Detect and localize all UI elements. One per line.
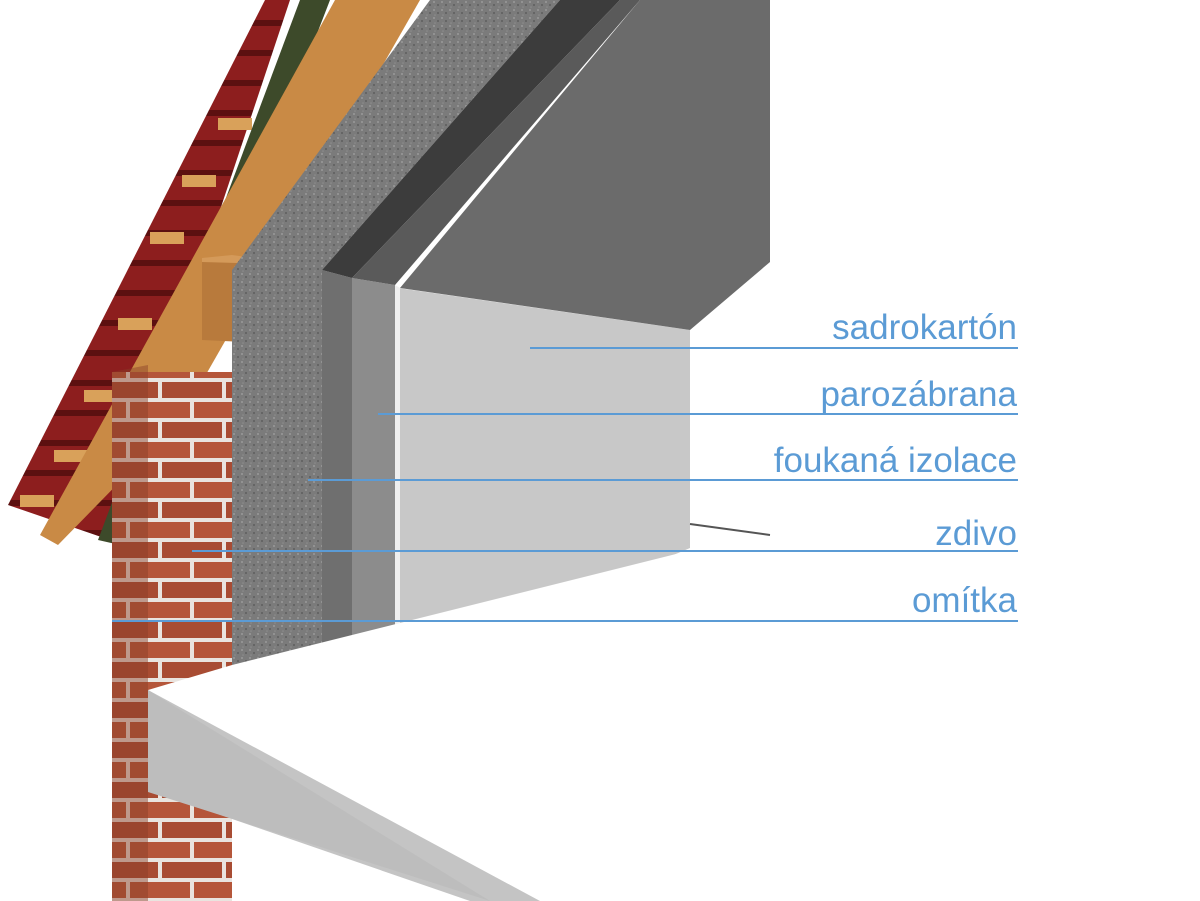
label-zdivo: zdivo	[935, 514, 1017, 553]
floor-slab-face	[148, 690, 490, 901]
floor-slab	[148, 548, 1200, 901]
label-sadrokarton: sadrokartón	[832, 308, 1017, 347]
slope-inner-layer	[322, 0, 620, 278]
floor-edge-line	[689, 523, 771, 536]
label-parozabrana: parozábrana	[820, 375, 1017, 414]
vapour-barrier-slope	[352, 0, 640, 285]
roof-battens	[20, 118, 252, 507]
floor-slab-front	[148, 690, 540, 901]
leader-lines	[112, 347, 1018, 622]
label-omitka: omítka	[911, 581, 1017, 620]
blown-insulation-edge	[322, 270, 352, 700]
ceiling-plasterboard	[400, 0, 770, 330]
label-foukana-izolace: foukaná izolace	[773, 441, 1017, 480]
vapour-barrier	[352, 278, 395, 690]
plasterboard-edge	[395, 285, 400, 672]
blown-insulation-slope	[232, 0, 560, 270]
roof-tiles	[8, 0, 290, 540]
blown-insulation	[232, 270, 322, 700]
brick-wall-side	[112, 365, 148, 901]
